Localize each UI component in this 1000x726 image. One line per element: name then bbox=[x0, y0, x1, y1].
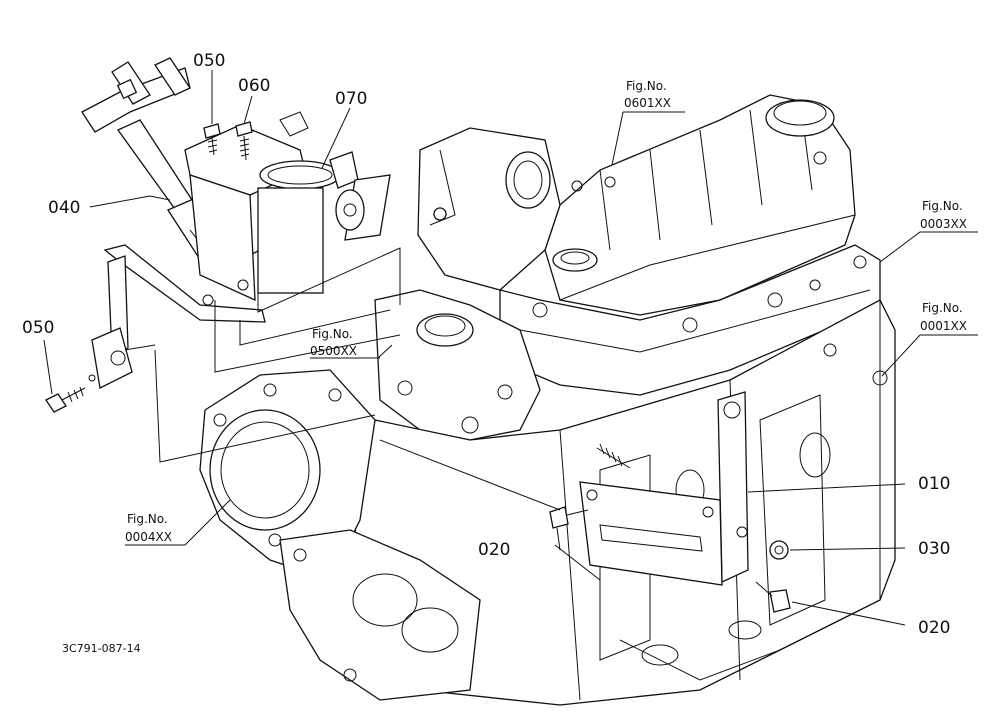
callout-050-top: 050 bbox=[193, 51, 225, 71]
svg-text:0601XX: 0601XX bbox=[624, 96, 671, 110]
figref-0500: Fig.No. 0500XX bbox=[310, 327, 357, 358]
figref-0003: Fig.No. 0003XX bbox=[920, 199, 967, 231]
svg-text:0001XX: 0001XX bbox=[920, 319, 967, 333]
callout-020-mid: 020 bbox=[478, 540, 510, 560]
svg-text:0500XX: 0500XX bbox=[310, 344, 357, 358]
bolt-020-right bbox=[755, 581, 791, 613]
callout-020-right: 020 bbox=[918, 618, 950, 638]
figref-0601: Fig.No. 0601XX bbox=[624, 79, 671, 110]
svg-text:Fig.No.: Fig.No. bbox=[626, 79, 667, 93]
figref-0004: Fig.No. 0004XX bbox=[125, 512, 172, 544]
svg-text:Fig.No.: Fig.No. bbox=[127, 512, 168, 526]
bracket-assembly-upper bbox=[45, 57, 391, 413]
nut-030 bbox=[769, 540, 789, 560]
callout-030: 030 bbox=[918, 539, 950, 559]
drawing-code: 3C791-087-14 bbox=[62, 642, 141, 655]
bolt-050-top bbox=[203, 123, 221, 156]
svg-text:Fig.No.: Fig.No. bbox=[922, 199, 963, 213]
svg-text:0003XX: 0003XX bbox=[920, 217, 967, 231]
callout-050-left: 050 bbox=[22, 318, 54, 338]
callout-040: 040 bbox=[48, 198, 80, 218]
callout-070: 070 bbox=[335, 89, 367, 109]
figref-0001: Fig.No. 0001XX bbox=[920, 301, 967, 333]
figref-underlines bbox=[125, 111, 978, 546]
bolt-020-mid bbox=[549, 506, 589, 529]
bolt-050-left bbox=[45, 386, 86, 413]
bracket-010 bbox=[549, 391, 791, 613]
svg-text:Fig.No.: Fig.No. bbox=[922, 301, 963, 315]
callout-010: 010 bbox=[918, 474, 950, 494]
callout-060: 060 bbox=[238, 76, 270, 96]
assembly-lines bbox=[124, 247, 601, 581]
bolt-060 bbox=[235, 121, 253, 161]
svg-text:Fig.No.: Fig.No. bbox=[312, 327, 353, 341]
svg-text:0004XX: 0004XX bbox=[125, 530, 172, 544]
